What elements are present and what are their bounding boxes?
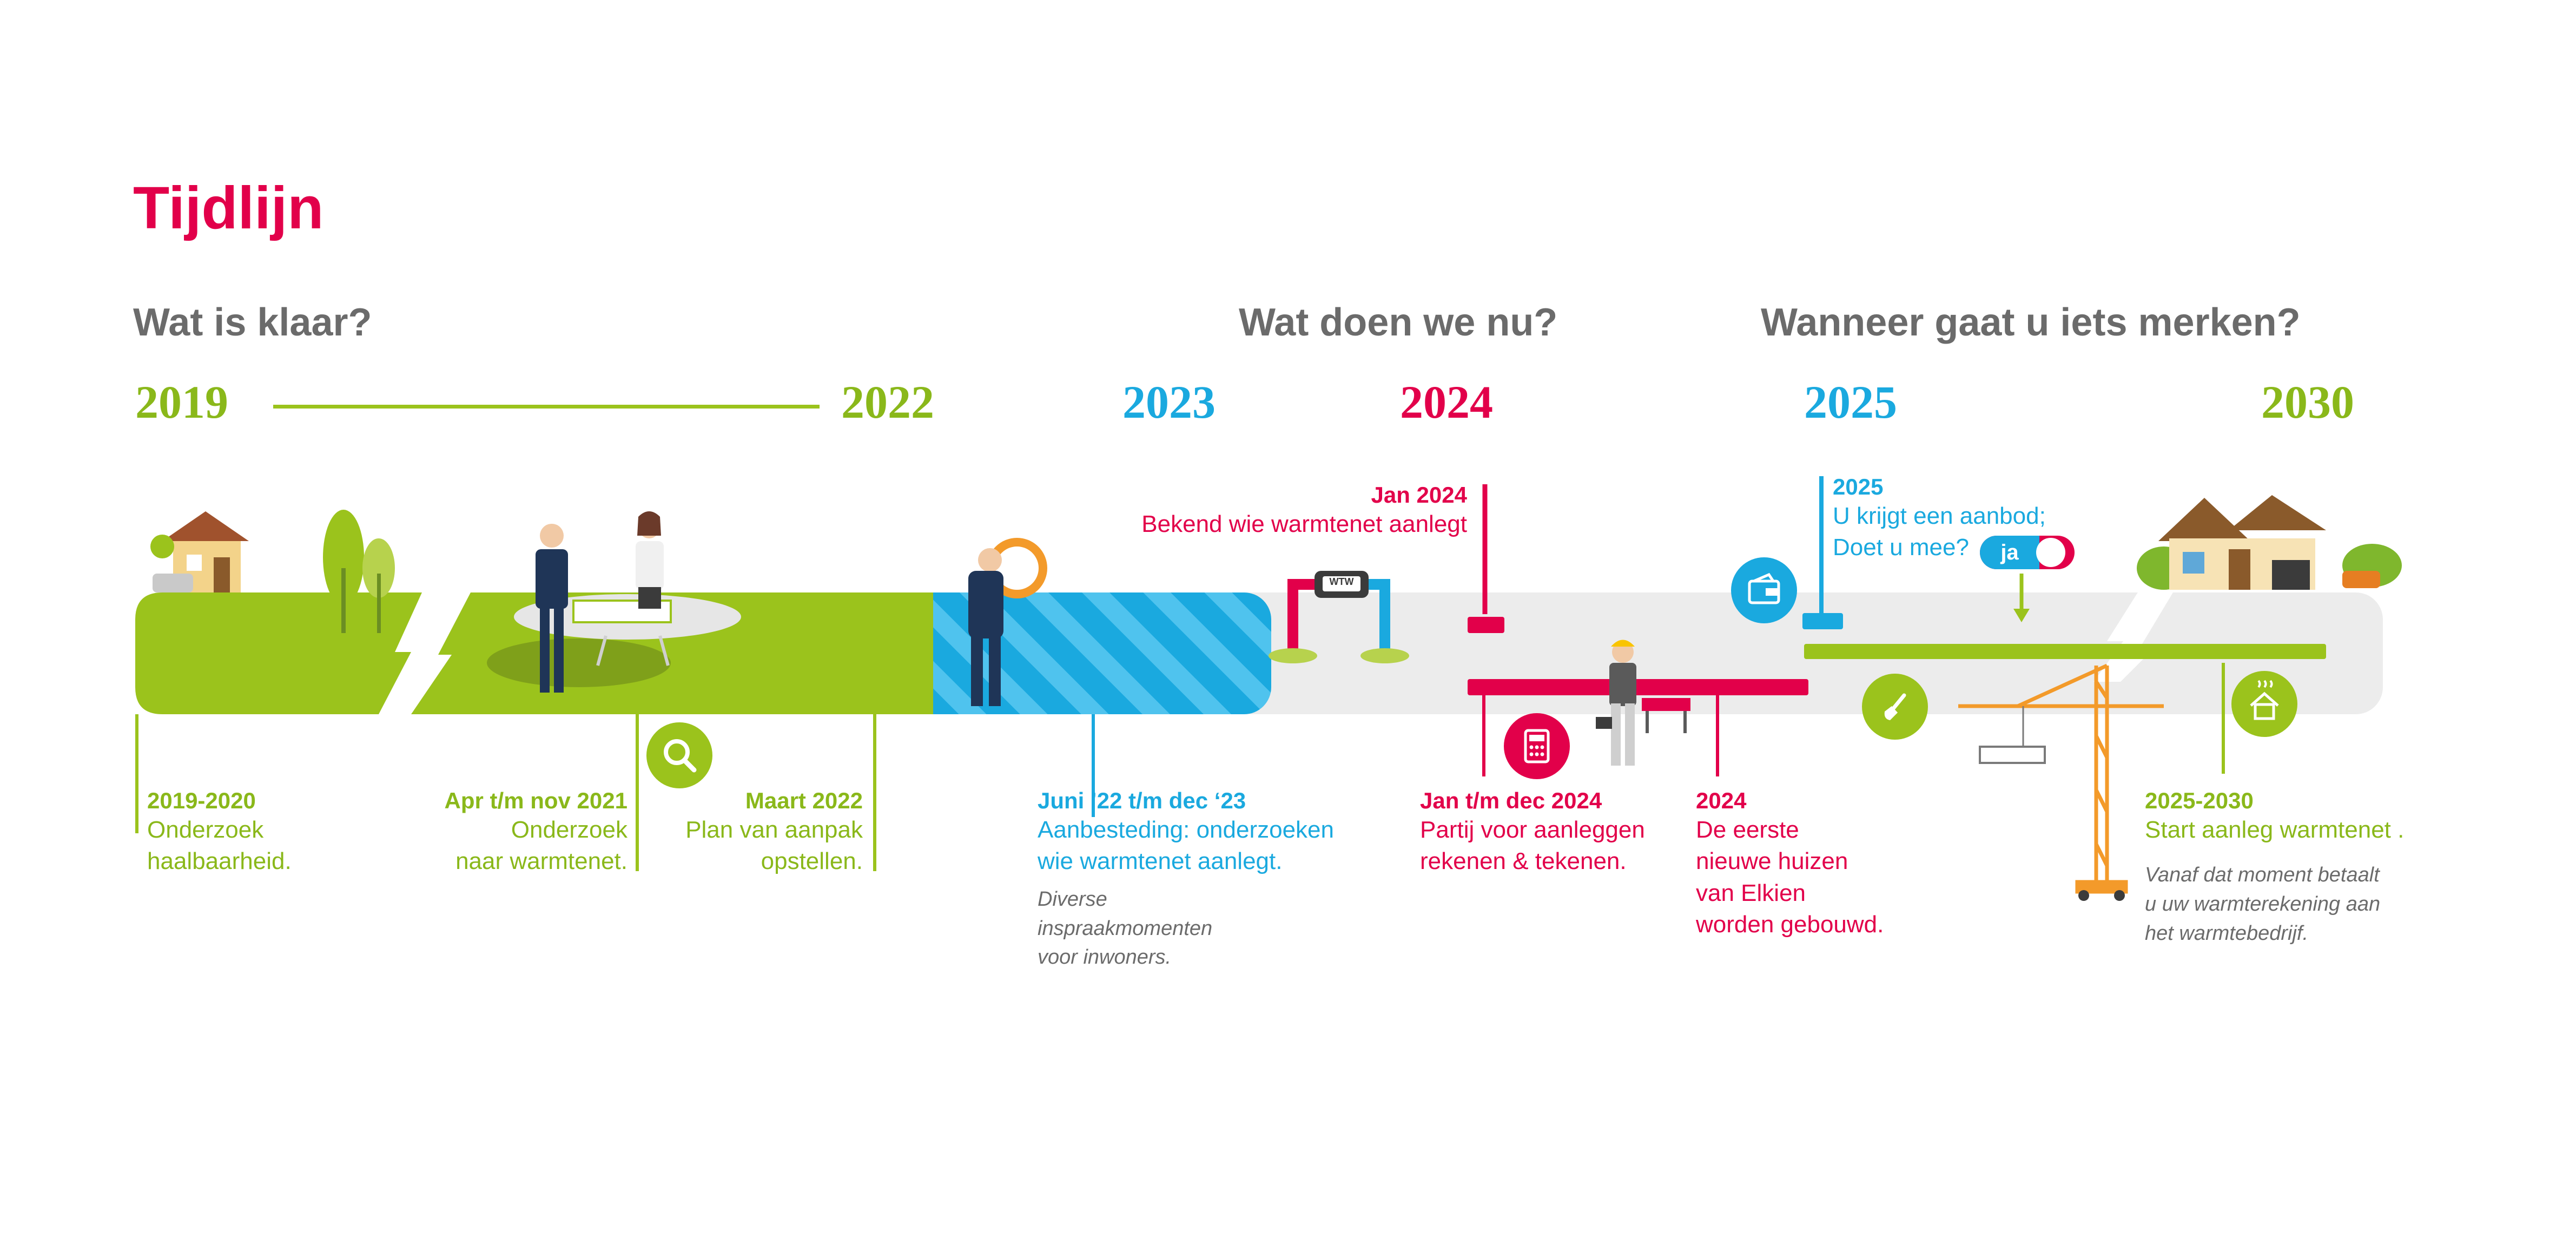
connector-e2 xyxy=(636,714,639,871)
search-icon xyxy=(646,722,712,788)
connector-e6 xyxy=(1482,695,1485,776)
barrier-icon xyxy=(1642,698,1690,733)
event-2019-2020: 2019-2020 Onderzoek haalbaarheid. xyxy=(147,787,292,878)
pipe-icon xyxy=(1269,571,1409,663)
event-note: Diverse inspraakmomenten voor inwoners. xyxy=(1038,887,1213,969)
event-text: Onderzoek haalbaarheid. xyxy=(147,816,292,875)
crane-icon xyxy=(1958,663,2164,901)
event-text: Onderzoek naar warmtenet. xyxy=(455,816,628,875)
bar-2024 xyxy=(1468,679,1808,695)
home-heat-icon xyxy=(2231,671,2297,737)
event-date: 2024 xyxy=(1696,788,1747,813)
construction-worker-icon xyxy=(1596,640,1636,766)
event-date: Juni ’22 t/m dec ‘23 xyxy=(1038,788,1246,813)
section-heading-done: Wat is klaar? xyxy=(133,301,372,344)
connector-e7 xyxy=(1716,695,1719,776)
shovel-icon xyxy=(1862,674,1928,740)
meter-label: WTW xyxy=(1329,576,1354,587)
house-icon xyxy=(153,511,249,592)
event-juni-22-dec-23: Juni ’22 t/m dec ‘23 Aanbesteding: onder… xyxy=(1038,787,1334,972)
connector-e1 xyxy=(135,714,138,833)
timeline-break-1 xyxy=(379,592,471,714)
bar-2025-2030 xyxy=(1804,644,2326,659)
trees-icon xyxy=(150,510,395,633)
event-date: Apr t/m nov 2021 xyxy=(444,788,628,813)
timeline-segment-2023 xyxy=(898,592,1271,714)
event-text: Partij voor aanleggen rekenen & tekenen. xyxy=(1420,816,1645,875)
connector-e3 xyxy=(873,714,876,871)
section-heading-now: Wat doen we nu? xyxy=(1239,301,1558,344)
event-note: Vanaf dat moment betaalt u uw warmtereke… xyxy=(2145,864,2381,945)
event-jan-2024: Jan 2024 Bekend wie warmtenet aanlegt xyxy=(1082,482,1467,540)
connector-e4 xyxy=(1092,714,1095,817)
year-2025: 2025 xyxy=(1804,376,1897,428)
event-text: De eerste nieuwe huizen van Elkien worde… xyxy=(1696,816,1884,938)
event-text: Bekend wie warmtenet aanlegt xyxy=(1141,511,1467,538)
magnifier-person-icon xyxy=(968,538,1047,706)
year-2022: 2022 xyxy=(841,376,934,428)
toggle-label: ja xyxy=(1980,536,2039,569)
event-date: Jan 2024 xyxy=(1371,482,1467,508)
event-2025-aanbod: 2025 U krijgt een aanbod; Doet u mee? xyxy=(1833,473,2046,564)
event-date: Maart 2022 xyxy=(745,788,863,813)
event-text: Start aanleg warmtenet . xyxy=(2145,816,2405,844)
event-text: Aanbesteding: onderzoeken wie warmtenet … xyxy=(1038,816,1334,875)
year-2030: 2030 xyxy=(2261,376,2354,428)
page-title: Tijdlijn xyxy=(133,175,324,241)
event-maart-2022: Maart 2022 Plan van aanpak opstellen. xyxy=(665,787,863,878)
section-heading-notice: Wanneer gaat u iets merken? xyxy=(1761,301,2301,344)
event-2025-2030: 2025-2030 Start aanleg warmtenet . Vanaf… xyxy=(2145,787,2404,949)
event-date: 2025 xyxy=(1833,474,1884,499)
toggle-knob[interactable] xyxy=(2036,538,2065,567)
participation-toggle[interactable]: ja xyxy=(1980,536,2075,569)
event-text: Plan van aanpak opstellen. xyxy=(685,816,863,875)
event-date: 2025-2030 xyxy=(2145,788,2254,813)
year-range-line xyxy=(273,405,820,409)
event-date: Jan t/m dec 2024 xyxy=(1420,788,1602,813)
event-date: 2019-2020 xyxy=(147,788,256,813)
year-2019: 2019 xyxy=(135,376,228,428)
event-text: U krijgt een aanbod; Doet u mee? xyxy=(1833,503,2046,561)
event-jan-dec-2024: Jan t/m dec 2024 Partij voor aanleggen r… xyxy=(1420,787,1645,878)
year-2024: 2024 xyxy=(1400,376,1493,428)
year-2023: 2023 xyxy=(1122,376,1216,428)
wallet-icon xyxy=(1731,557,1797,623)
meeting-table-icon xyxy=(487,511,741,693)
villa-icon xyxy=(2137,495,2402,590)
event-2024-huizen: 2024 De eerste nieuwe huizen van Elkien … xyxy=(1696,787,1884,940)
calculator-icon xyxy=(1504,713,1570,779)
event-apr-nov-2021: Apr t/m nov 2021 Onderzoek naar warmtene… xyxy=(411,787,628,878)
